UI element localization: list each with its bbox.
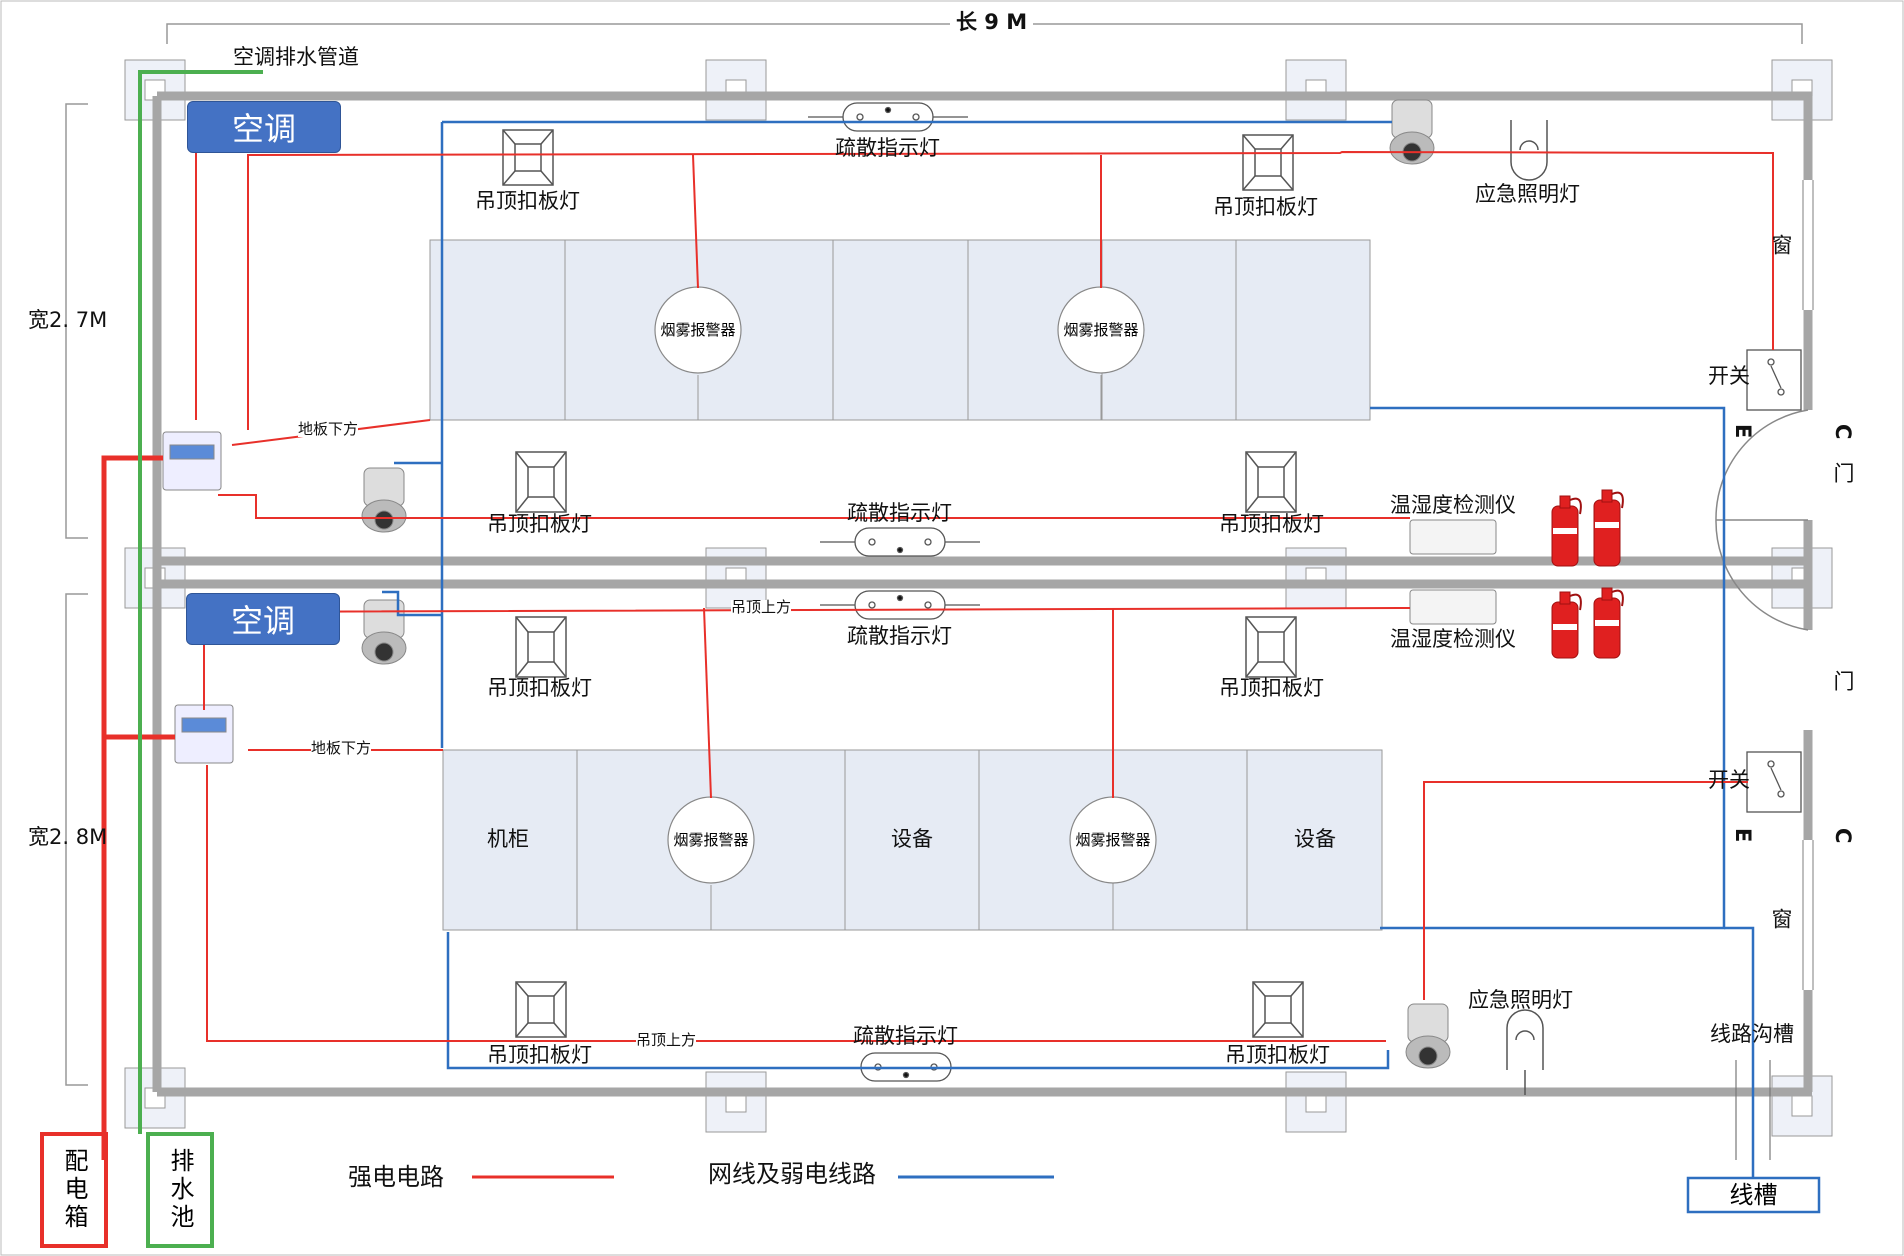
c-mark: C	[1831, 424, 1855, 440]
window-frames	[1802, 180, 1814, 990]
ceiling-light-label: 吊顶扣板灯	[487, 676, 592, 700]
legend-network-label: 网线及弱电线路	[708, 1160, 876, 1188]
temp-humidity-icons	[1409, 519, 1497, 625]
ceiling-light-label: 吊顶扣板灯	[487, 1043, 592, 1067]
drain-pool-outline	[146, 1132, 214, 1248]
evac-light-label: 疏散指示灯	[847, 624, 952, 648]
equipment-label: 设备	[891, 827, 933, 851]
legend-power-label: 强电电路	[348, 1163, 444, 1191]
c-mark: C	[1831, 828, 1855, 844]
cable-tray-label: 线槽	[1729, 1181, 1778, 1209]
evac-light-label: 疏散指示灯	[835, 136, 940, 160]
temp-humidity-label: 温湿度检测仪	[1390, 627, 1516, 651]
evac-light-label: 疏散指示灯	[853, 1024, 958, 1048]
switch-icons	[1746, 349, 1802, 813]
cable-tray-box	[1686, 1176, 1821, 1214]
smoke-alarm-label: 烟雾报警器	[1075, 830, 1151, 849]
power-box-outline	[40, 1132, 108, 1248]
switch-label: 开关	[1708, 364, 1750, 388]
ceiling-light-label: 吊顶扣板灯	[1213, 195, 1318, 219]
width-bottom-dimension: 宽2. 8M	[28, 825, 108, 849]
above-ceiling-label: 吊顶上方	[636, 1031, 697, 1049]
e-mark: E	[1731, 424, 1755, 439]
width-top-dimension: 宽2. 7M	[28, 308, 108, 332]
temp-humidity-label: 温湿度检测仪	[1390, 493, 1516, 517]
smoke-alarm-label: 烟雾报警器	[673, 830, 749, 849]
racks-bottom	[442, 749, 1383, 931]
above-ceiling-label: 吊顶上方	[731, 598, 792, 616]
emergency-light-label: 应急照明灯	[1468, 988, 1573, 1012]
dimension-lines	[65, 23, 1803, 1086]
power-box-label: 配电箱	[60, 1148, 88, 1232]
network-lines	[382, 120, 1755, 1178]
pillars	[124, 59, 1833, 1137]
door-swings	[1715, 409, 1809, 631]
trench-label: 线路沟槽	[1710, 1022, 1794, 1046]
ceiling-light-label: 吊顶扣板灯	[1219, 512, 1324, 536]
emergency-light-icons	[1506, 120, 1548, 1095]
walls	[152, 91, 1813, 1097]
breaker-icons	[162, 431, 234, 764]
drain-pool-label: 排水池	[166, 1148, 194, 1232]
window-label: 窗	[1769, 234, 1793, 255]
switch-label: 开关	[1708, 768, 1750, 792]
ceiling-light-label: 吊顶扣板灯	[475, 189, 580, 213]
racks-top	[429, 239, 1371, 421]
under-floor-label: 地板下方	[311, 739, 372, 757]
ac-drain-label: 空调排水管道	[233, 45, 359, 69]
ceiling-light-label: 吊顶扣板灯	[487, 512, 592, 536]
window-label: 窗	[1769, 908, 1793, 929]
cabinet-label: 机柜	[487, 827, 529, 851]
length-dimension: 长 9 M	[950, 12, 1034, 33]
emergency-light-label: 应急照明灯	[1475, 182, 1580, 206]
under-floor-label: 地板下方	[298, 420, 359, 438]
smoke-alarm-label: 烟雾报警器	[660, 320, 736, 339]
trench-lines	[1735, 1060, 1771, 1160]
ac-unit-bottom: 空调	[186, 593, 340, 645]
ac-unit-top: 空调	[187, 101, 341, 153]
smoke-alarm-label: 烟雾报警器	[1063, 320, 1139, 339]
equipment-label: 设备	[1294, 827, 1336, 851]
camera-icons	[361, 99, 1451, 1069]
drain-line	[138, 70, 263, 1134]
ceiling-light-label: 吊顶扣板灯	[1225, 1043, 1330, 1067]
fire-extinguisher-icons	[1551, 489, 1624, 659]
door-label: 门	[1831, 670, 1855, 691]
evac-light-label: 疏散指示灯	[847, 501, 952, 525]
door-label: 门	[1831, 462, 1855, 483]
ceiling-light-label: 吊顶扣板灯	[1219, 676, 1324, 700]
e-mark: E	[1731, 828, 1755, 843]
